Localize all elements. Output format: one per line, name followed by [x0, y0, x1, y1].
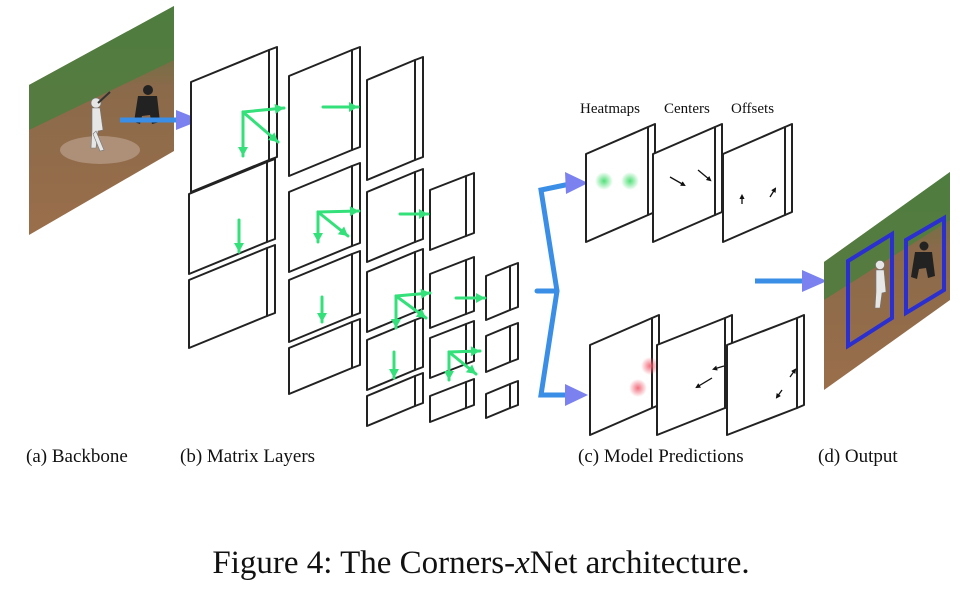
- matrix-layer-block: [188, 158, 276, 275]
- shift-arrow: [238, 110, 248, 158]
- output-arrow: [755, 270, 827, 292]
- input-image: [29, 6, 174, 235]
- shift-arrow: [316, 206, 361, 217]
- centers-panel-top: [652, 123, 723, 243]
- heatmap-panel-bottom: [589, 314, 660, 436]
- shift-arrow: [316, 210, 350, 238]
- shift-arrow: [447, 346, 482, 357]
- matrix-layer-block: [485, 322, 519, 373]
- offsets-panel-bottom: [726, 314, 805, 436]
- output-label: (d) Output: [818, 446, 898, 467]
- shift-arrow: [394, 294, 428, 320]
- centers-panel-bottom: [656, 314, 733, 436]
- shift-arrow: [391, 294, 401, 330]
- shift-arrow: [321, 102, 360, 112]
- shift-arrow: [454, 293, 487, 303]
- backbone-label: (a) Backbone: [26, 446, 128, 467]
- branch-arrow-head-top: [565, 172, 588, 194]
- umpire-figure: [134, 85, 160, 124]
- prediction-heads: [585, 123, 805, 436]
- batter-figure: [90, 91, 111, 152]
- shift-arrow: [241, 103, 286, 114]
- matrix-layer-block: [366, 372, 424, 427]
- output-image: [824, 172, 950, 390]
- matrix-shift-arrows: [234, 102, 487, 382]
- caption-prefix: Figure 4: The Corners-: [212, 545, 516, 581]
- caption-suffix: Net architecture.: [529, 545, 750, 581]
- offsets-panel-top: [722, 123, 793, 243]
- matrix-layer-block: [485, 380, 519, 419]
- caption-variable: x: [515, 545, 530, 581]
- matrix-layer-block: [366, 56, 424, 181]
- bounding-box-batter: [846, 230, 894, 350]
- shift-arrow: [313, 210, 323, 244]
- matrix-layer-block: [188, 244, 276, 349]
- branch-arrow-head-bottom: [565, 384, 588, 406]
- matrix-layer-block: [485, 262, 519, 321]
- matrix-layer-block: [288, 46, 361, 177]
- shift-arrow: [317, 295, 327, 324]
- matrix-layer-block: [288, 162, 361, 273]
- branch-arrow: [534, 181, 573, 398]
- matrix-layers-label: (b) Matrix Layers: [180, 446, 316, 467]
- shift-arrow: [241, 110, 280, 144]
- matrix-layer-block: [288, 318, 361, 395]
- matrix-layer-block: [366, 316, 424, 391]
- shift-arrow: [398, 209, 430, 219]
- input-arrow: [120, 110, 201, 130]
- bounding-box-umpire: [904, 214, 946, 317]
- matrix-layer-block: [366, 168, 424, 263]
- shift-arrow: [447, 350, 478, 376]
- heatmap-panel-top: [585, 123, 656, 243]
- centers-label: Centers: [664, 101, 710, 117]
- figure-caption: Figure 4: The Corners-xNet architecture.: [0, 545, 962, 582]
- offsets-label: Offsets: [731, 101, 775, 117]
- heatmaps-label: Heatmaps: [580, 101, 640, 117]
- matrix-layer-block: [429, 172, 475, 251]
- matrix-layer-block: [429, 320, 475, 379]
- shift-arrow: [389, 350, 399, 380]
- shift-arrow: [394, 288, 432, 299]
- shift-arrow: [444, 350, 454, 382]
- matrix-layer-block: [429, 256, 475, 329]
- matrix-layer-block: [366, 248, 424, 333]
- matrix-layer-block: [429, 378, 475, 423]
- matrix-layer-block: [190, 46, 278, 193]
- shift-arrow: [234, 218, 244, 254]
- model-predictions-label: (c) Model Predictions: [578, 446, 744, 467]
